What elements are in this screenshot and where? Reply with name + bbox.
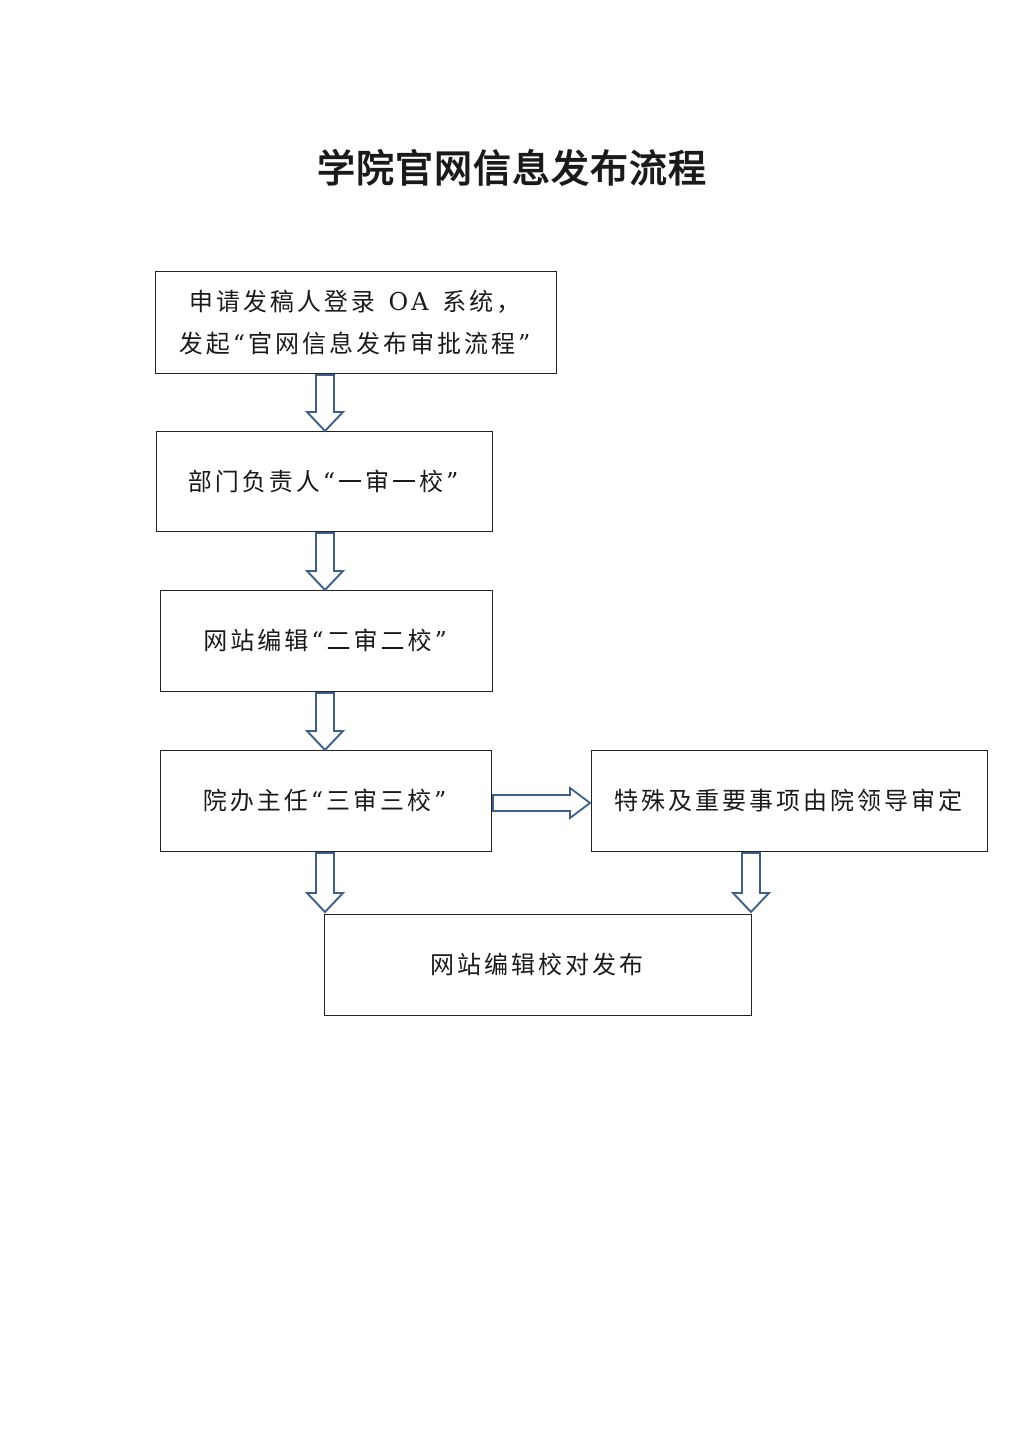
step-publish-box: 网站编辑校对发布	[324, 914, 752, 1016]
arrow-right-icon	[492, 786, 592, 820]
step-special-label: 特殊及重要事项由院领导审定	[614, 787, 965, 815]
step-review1-label: 部门负责人“一审一校”	[187, 467, 462, 496]
step-special-box: 特殊及重要事项由院领导审定	[591, 750, 988, 852]
step-publish-label: 网站编辑校对发布	[430, 951, 646, 979]
step-review3-box: 院办主任“三审三校”	[160, 750, 492, 852]
step-review2-label: 网站编辑“二审二校”	[203, 627, 450, 655]
step-apply-box: 申请发稿人登录 OA 系统， 发起“官网信息发布审批流程”	[155, 271, 557, 374]
step-review2-box: 网站编辑“二审二校”	[160, 590, 493, 692]
arrow-down-5-icon	[730, 852, 772, 914]
arrow-down-3-icon	[304, 692, 346, 752]
step-review3-label: 院办主任“三审三校”	[202, 787, 450, 815]
arrow-down-4-icon	[304, 852, 346, 914]
step-review1-box: 部门负责人“一审一校”	[156, 431, 493, 532]
step-apply-line1: 申请发稿人登录 OA 系统，	[188, 287, 524, 316]
step-apply-line2: 发起“官网信息发布审批流程”	[178, 329, 534, 358]
arrow-down-2-icon	[304, 532, 346, 592]
arrow-down-1-icon	[304, 374, 346, 433]
page-title: 学院官网信息发布流程	[316, 146, 707, 191]
